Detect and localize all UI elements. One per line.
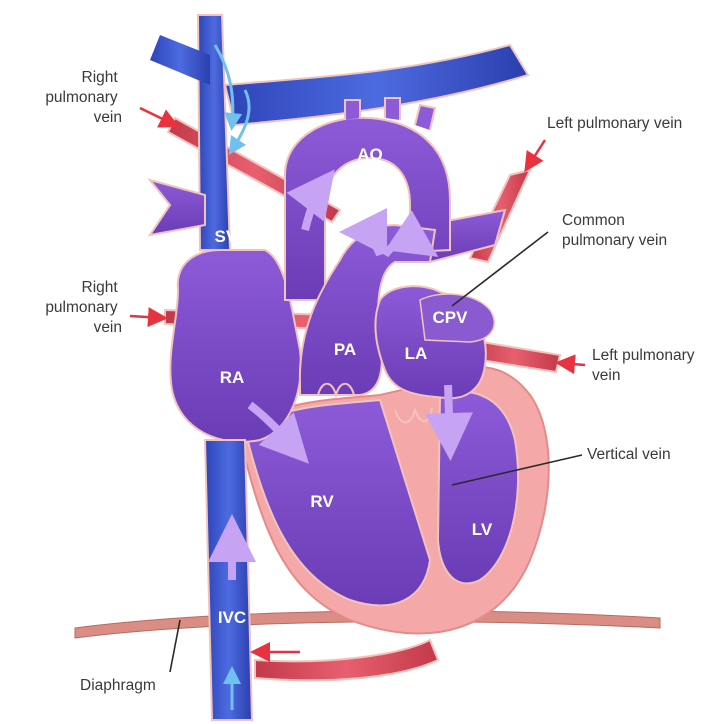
left-pulmonary-vein-top-label: Left pulmonary vein bbox=[547, 115, 682, 132]
ivc-label: IVC bbox=[218, 608, 246, 627]
left-pulmonary-vein-top-arrow bbox=[527, 140, 545, 168]
la-to-lv-flow-arrow bbox=[448, 385, 450, 445]
right-atrium-chamber bbox=[170, 250, 301, 442]
vertical-vein-lower-loop bbox=[255, 640, 438, 680]
vertical-vein-label: Vertical vein bbox=[587, 446, 671, 463]
pa-label: PA bbox=[334, 340, 356, 359]
pulmonary-artery-right-branch bbox=[150, 180, 205, 235]
innominate-vein-vessel bbox=[225, 45, 528, 125]
la-label: LA bbox=[405, 344, 428, 363]
diaphragm-label: Diaphragm bbox=[80, 677, 156, 694]
common-pulmonary-vein-label: Common pulmonary vein bbox=[562, 212, 667, 249]
right-pulmonary-vein-top-label: Right pulmonary vein bbox=[45, 69, 122, 126]
left-pulmonary-vein-mid-arrow bbox=[560, 363, 585, 365]
ao-label: AO bbox=[357, 145, 383, 164]
right-pulmonary-vein-mid-label: Right pulmonary vein bbox=[45, 279, 122, 336]
cpv-label: CPV bbox=[433, 308, 469, 327]
rv-label: RV bbox=[310, 492, 334, 511]
left-pulmonary-vein-mid-label: Left pulmonary vein bbox=[592, 347, 699, 384]
ra-label: RA bbox=[220, 368, 245, 387]
lv-label: LV bbox=[472, 520, 493, 539]
right-pulmonary-vein-mid-arrow bbox=[130, 316, 163, 318]
svc-label: SVC bbox=[215, 227, 250, 246]
right-pulmonary-vein-top-arrow bbox=[140, 108, 175, 125]
